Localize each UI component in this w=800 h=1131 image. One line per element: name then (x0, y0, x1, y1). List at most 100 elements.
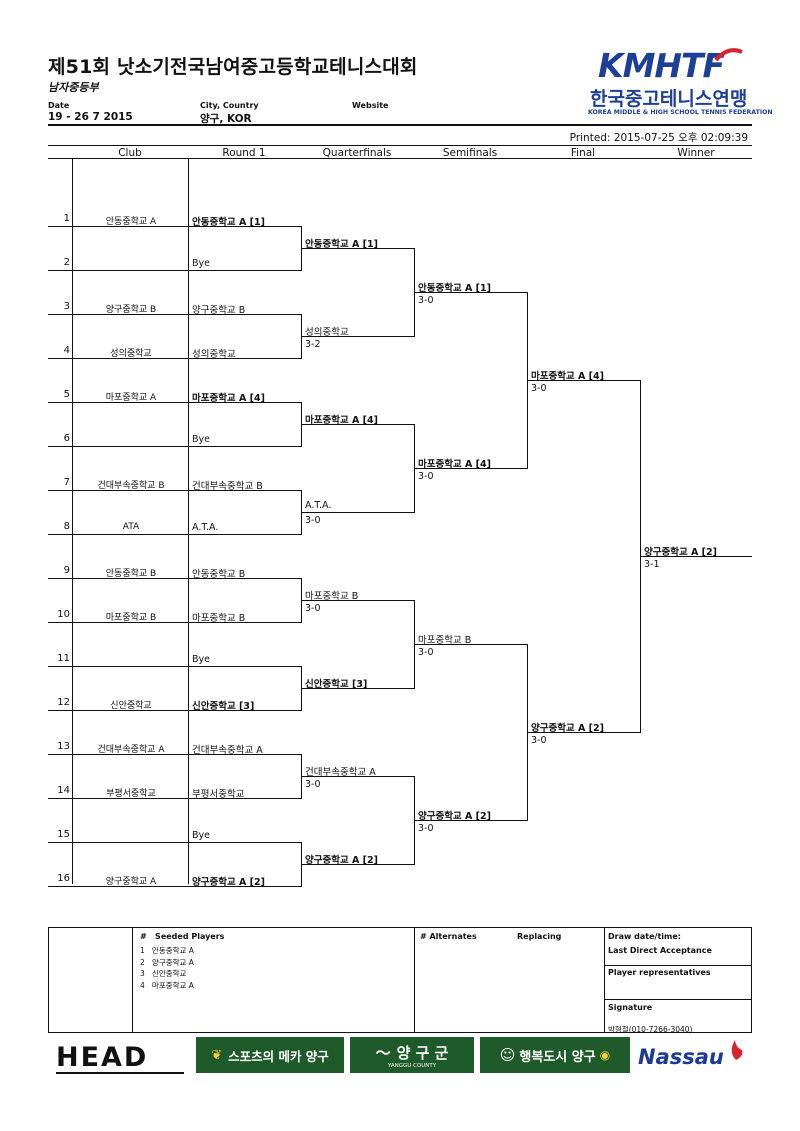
club-name: 부평서중학교 (106, 789, 156, 799)
page-title: 제51회 낫소기전국남여중고등학교테니스대회 (48, 56, 418, 78)
quarterfinal-entry: 마포중학교 A [4] (305, 415, 378, 426)
club-name: ATA (122, 522, 140, 532)
draw-position-number: 3 (63, 301, 70, 312)
round1-entry: A.T.A. (192, 522, 219, 533)
quarterfinal-line (302, 600, 415, 601)
draw-line (48, 358, 301, 359)
club-name: 신안중학교 (110, 701, 152, 711)
footer-panel (48, 927, 752, 1033)
footer-divider-3 (604, 927, 605, 1033)
semifinal-score: 3-0 (418, 647, 434, 658)
swoosh-icon (714, 48, 743, 62)
date-label: Date (48, 101, 70, 110)
column-bottom-rule (48, 158, 752, 159)
head-logo: HEAD (56, 1042, 149, 1073)
semifinal-line (415, 820, 528, 821)
draw-line (48, 710, 301, 711)
quarterfinal-entry: 양구중학교 A [2] (305, 855, 378, 866)
quarterfinal-entry: 건대부속중학교 A (305, 767, 376, 778)
quarterfinal-line (302, 424, 415, 425)
semifinal-score: 3-0 (418, 295, 434, 306)
kmhtf-mark-icon: KMHTF (598, 46, 725, 85)
draw-line (48, 270, 301, 271)
draw-position-number: 13 (57, 741, 70, 752)
yanggu-emblem-icon: 〜 (375, 1043, 391, 1062)
federation-korean-name: 한국중고테니스연맹 (590, 88, 748, 110)
quarterfinal-connector (301, 402, 302, 447)
club-name: 마포중학교 A (105, 393, 157, 403)
quarterfinal-connector (301, 226, 302, 271)
quarterfinal-connector (301, 666, 302, 711)
semifinal-connector (414, 600, 415, 689)
final-entry: 양구중학교 A [2] (531, 723, 604, 734)
quarterfinal-connector (301, 314, 302, 359)
round1-entry: 양구중학교 B (192, 305, 246, 316)
draw-line (48, 842, 301, 843)
draw-position-number: 2 (63, 257, 70, 268)
nassau-flame-icon (731, 1040, 743, 1060)
draw-line (48, 314, 301, 315)
column-header-round1: Round 1 (222, 147, 266, 159)
semifinal-entry: 안동중학교 A [1] (418, 283, 491, 294)
mascot-icon: ☺ (499, 1046, 516, 1064)
quarterfinal-score: 3-2 (305, 339, 321, 350)
draw-line (48, 226, 301, 227)
round1-entry: 부평서중학교 (192, 789, 245, 800)
draw-position-number: 10 (57, 609, 70, 620)
semifinal-entry: 마포중학교 B (418, 635, 472, 646)
draw-line (48, 754, 301, 755)
footer-rule-2 (604, 999, 752, 1000)
column-top-rule (48, 145, 752, 146)
column-header-club: Club (118, 147, 142, 159)
draw-position-number: 15 (57, 829, 70, 840)
round1-entry: 안동중학교 A [1] (192, 217, 265, 228)
replacing-title: Replacing (517, 932, 562, 941)
draw-date-label: Draw date/time: (608, 932, 681, 941)
date-value: 19 - 26 7 2015 (48, 111, 133, 123)
draw-line (48, 666, 301, 667)
federation-english-name: KOREA MIDDLE & HIGH SCHOOL TENNIS FEDERA… (588, 109, 773, 116)
sponsor-happy-banner: ☺ 행복도시 양구 ◉ (480, 1037, 630, 1073)
final-connector (527, 644, 528, 821)
quarterfinal-score: 3-0 (305, 779, 321, 790)
final-connector (527, 292, 528, 469)
draw-position-number: 1 (63, 213, 70, 224)
round1-entry: 신안중학교 [3] (192, 701, 255, 712)
column-header-semifinals: Semifinals (442, 147, 498, 159)
round1-entry: 건대부속중학교 B (192, 481, 263, 492)
header-divider (48, 124, 752, 126)
semifinal-line (415, 644, 528, 645)
quarterfinal-score: 3-0 (305, 603, 321, 614)
footer-divider-2 (414, 927, 415, 1033)
club-name: 안동중학교 A (105, 217, 157, 227)
sponsor-yanggu-text: 양 구 군 (396, 1043, 449, 1062)
quarterfinal-entry: 성의중학교 (305, 327, 349, 338)
seeded-player-2: 2 양구중학교 A (140, 958, 194, 967)
nassau-logo: Nassau (638, 1045, 724, 1069)
round1-column-border (188, 158, 189, 884)
final-entry: 마포중학교 A [4] (531, 371, 604, 382)
semifinal-connector (414, 248, 415, 337)
quarterfinal-line (302, 864, 415, 865)
sponsor-happy-text: 행복도시 양구 (519, 1049, 596, 1065)
quarterfinal-entry: 안동중학교 A [1] (305, 239, 378, 250)
final-score: 3-0 (531, 735, 547, 746)
draw-position-number: 12 (57, 697, 70, 708)
draw-position-number: 7 (63, 477, 70, 488)
draw-position-number: 8 (63, 521, 70, 532)
quarterfinal-line (302, 248, 415, 249)
quarterfinal-connector (301, 842, 302, 887)
round1-entry: 안동중학교 B (192, 569, 246, 580)
quarterfinal-connector (301, 754, 302, 799)
quarterfinal-connector (301, 578, 302, 623)
final-line (528, 380, 641, 381)
quarterfinal-line (302, 688, 415, 689)
winner-line (641, 556, 752, 557)
draw-position-number: 11 (57, 653, 70, 664)
sponsor-yanggu-county: YANGGU COUNTY (387, 1062, 437, 1069)
winner-connector (640, 380, 641, 733)
draw-position-number: 14 (57, 785, 70, 796)
draw-position-number: 6 (63, 433, 70, 444)
round1-entry: Bye (192, 830, 210, 841)
draw-line (48, 490, 301, 491)
